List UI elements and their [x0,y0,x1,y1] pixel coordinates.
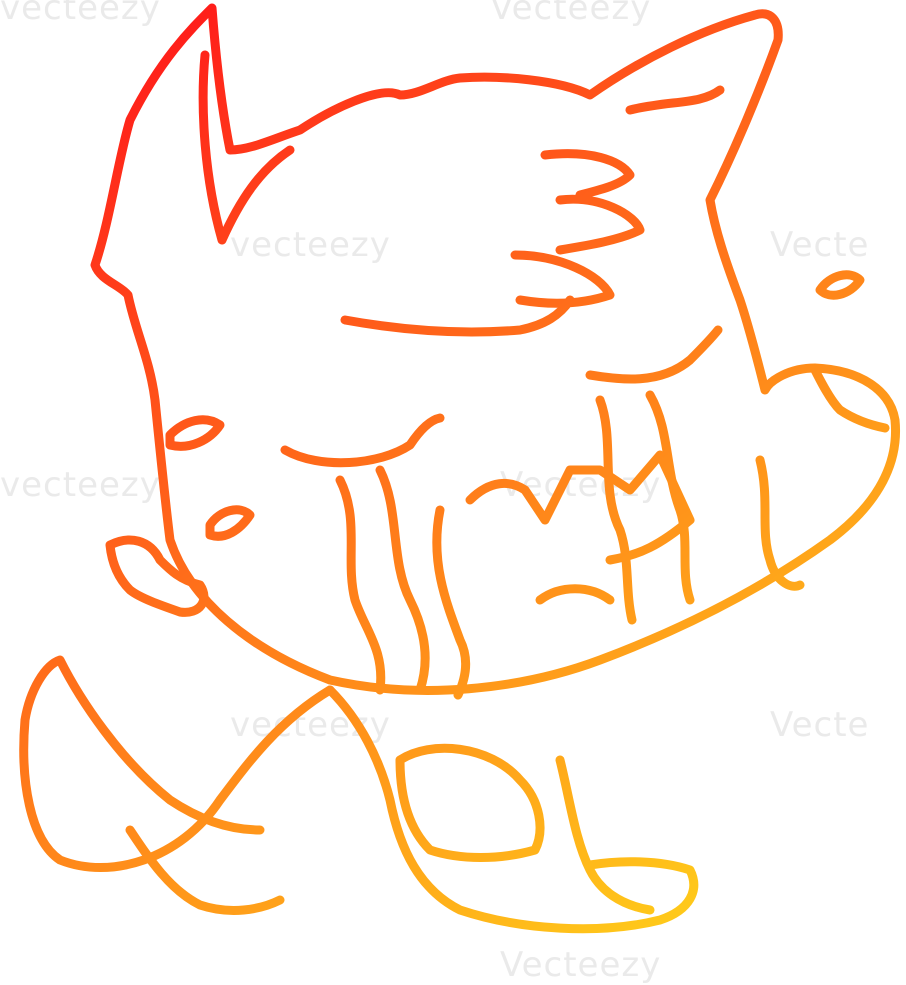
left-ear-inner [198,50,295,245]
tear-stream [335,475,386,695]
tear-stream [595,395,637,625]
tear-stream [755,455,805,591]
brow-line [340,295,575,337]
raised-paw [105,535,209,617]
left-closed-eye [280,413,445,468]
tear-stream [432,505,471,700]
watermark-text: Vecte [770,225,870,265]
watermark-text: Vecte [770,705,870,745]
fox-head-outline [90,3,901,695]
body-outline [325,685,699,934]
right-ear-inner [625,85,725,115]
watermark-text: vecteezy [230,225,391,265]
tail [19,655,335,872]
tear-stream [375,465,430,695]
fur-strand [540,149,635,200]
front-leg [555,755,655,915]
muzzle [810,365,890,433]
hind-leg [395,743,545,862]
cheek-mark [205,505,255,541]
right-closed-eye [585,325,723,384]
watermark-text: Vecteezy [500,945,662,985]
crying-mouth [465,450,695,565]
fur-strand [555,194,645,255]
fur-strand [510,250,615,308]
watermark-text: vecteezy [0,0,161,28]
tail-tip [125,825,285,915]
watermark-text: Vecteezy [490,0,652,28]
cheek-mark [165,415,225,451]
tear-drop [815,270,865,300]
tear-stream [645,390,695,605]
crying-mouth-inner [535,584,615,605]
watermark-text: vecteezy [0,465,161,505]
